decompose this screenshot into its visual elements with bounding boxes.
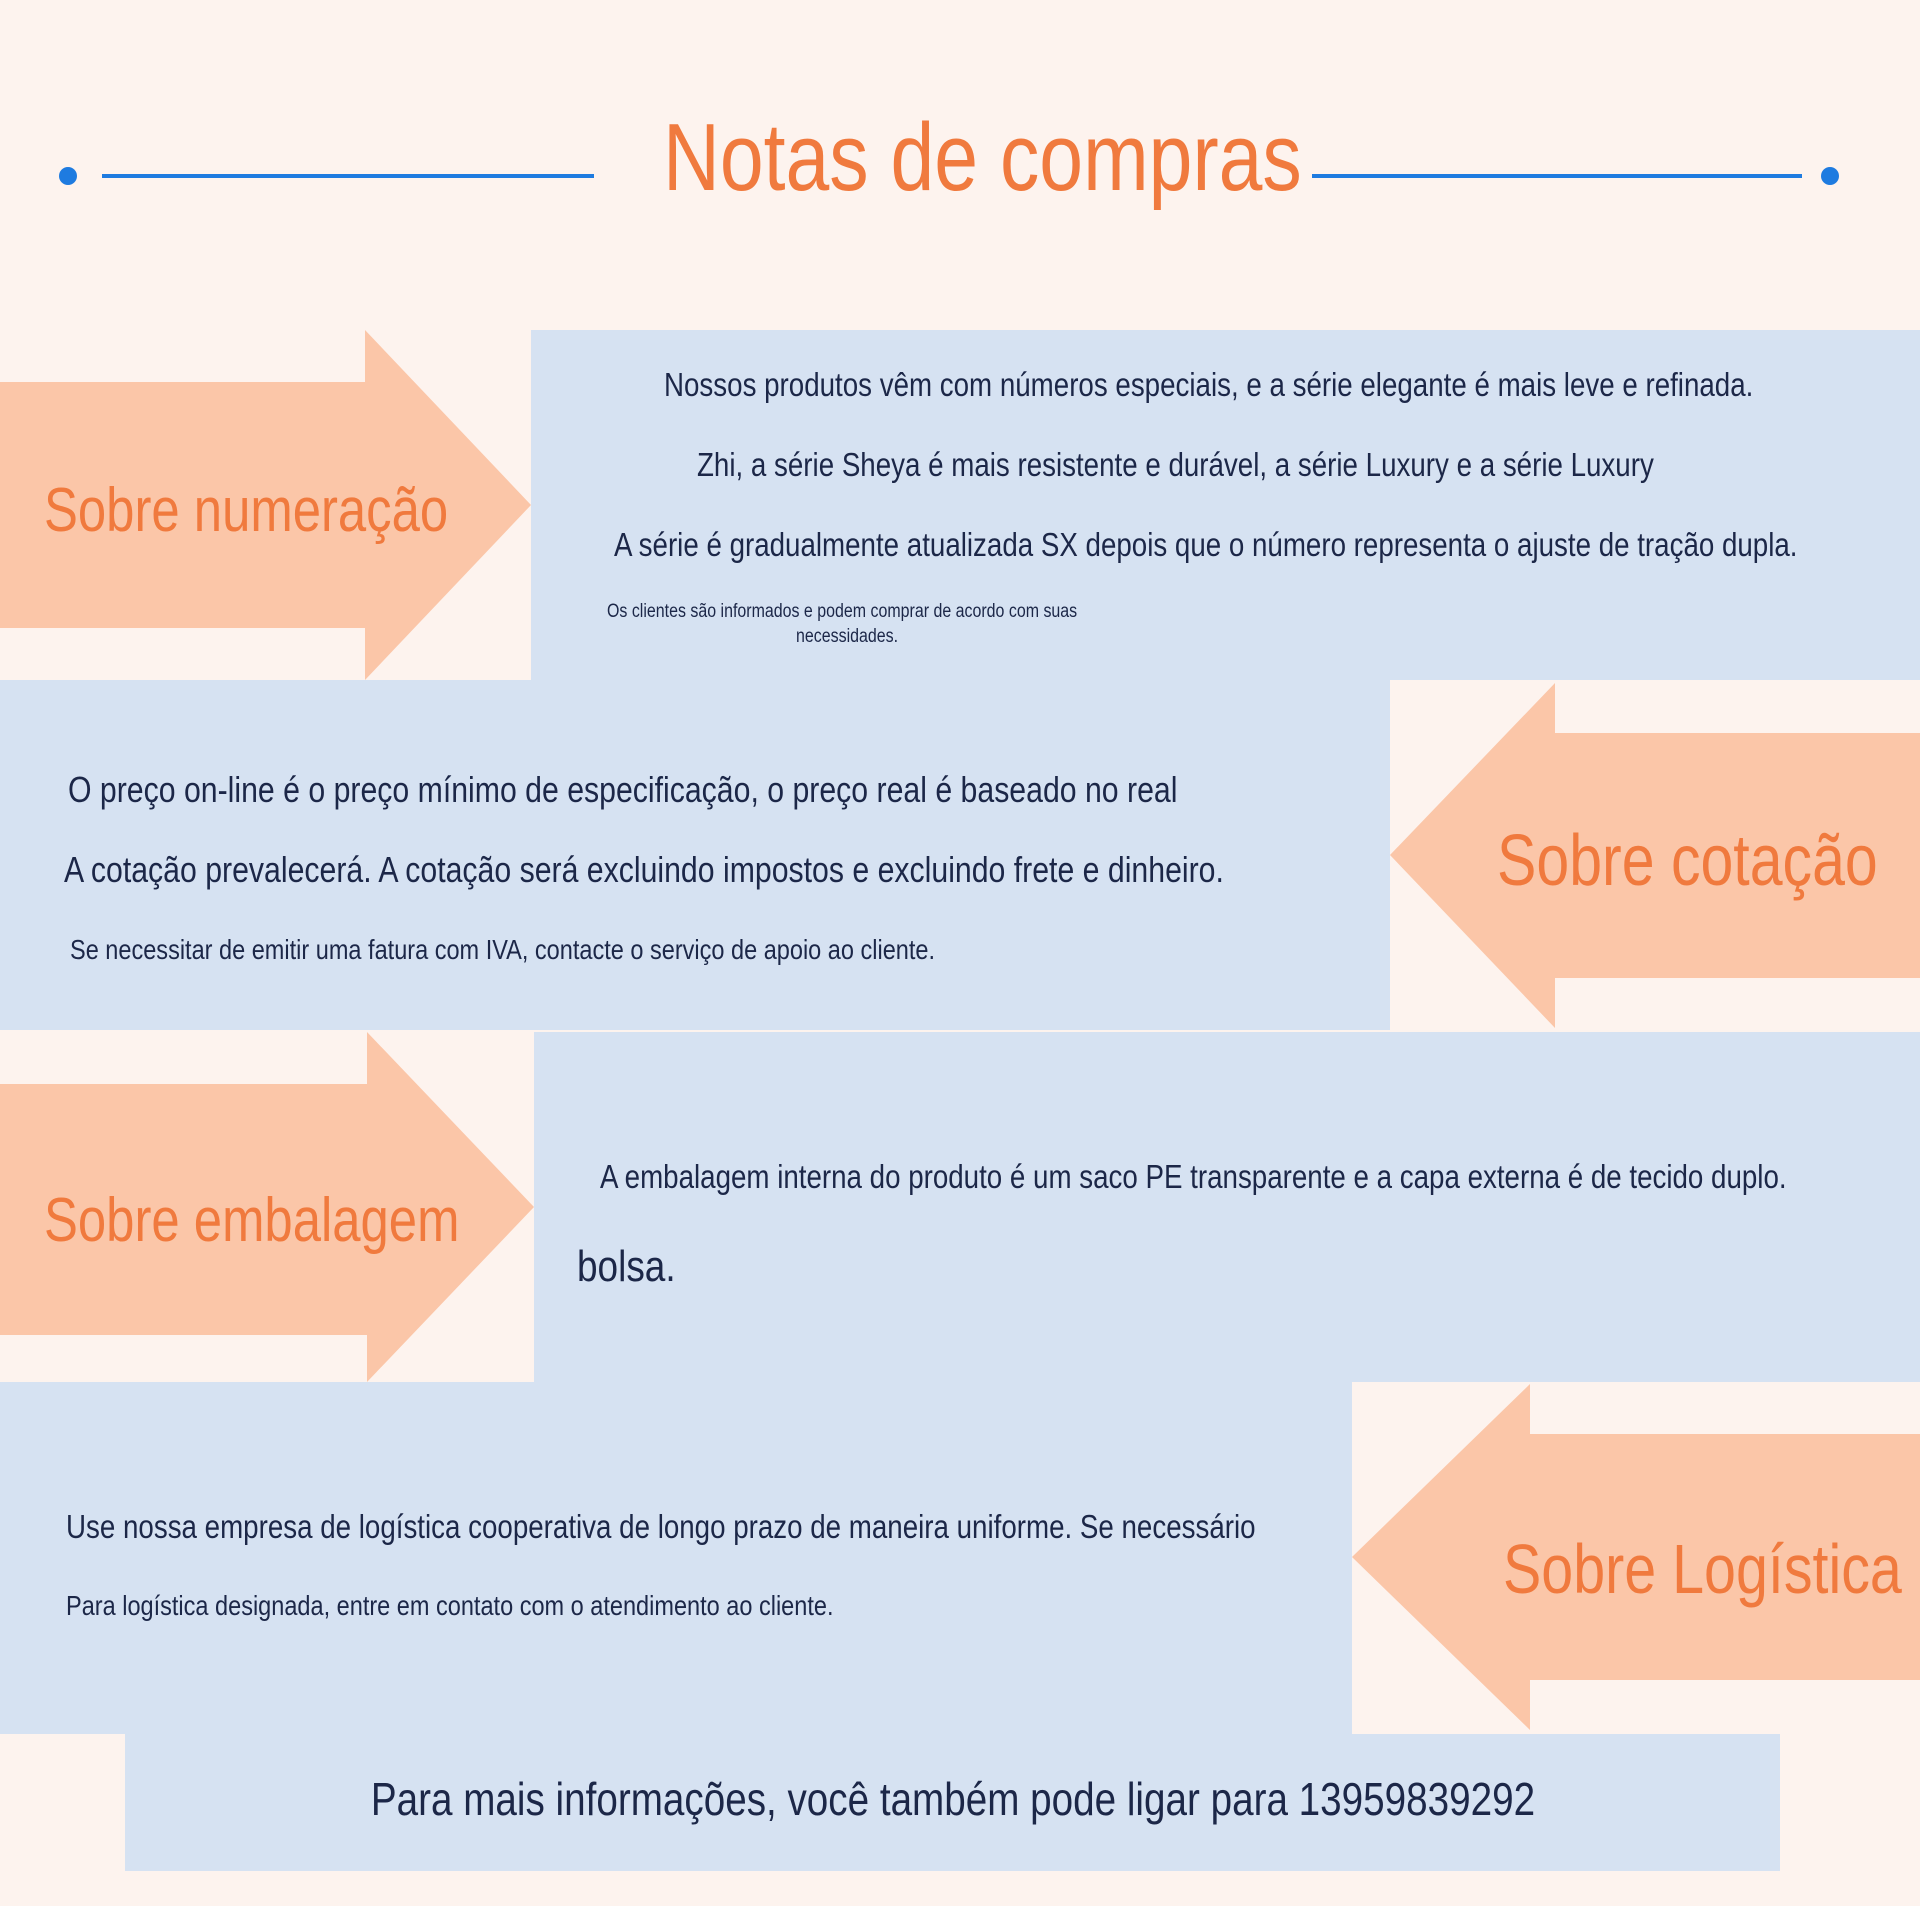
section-logistica-line-2: Para logística designada, entre em conta…	[66, 1590, 834, 1621]
arrow-left-icon	[1390, 683, 1920, 1028]
arrow-right-icon	[0, 330, 531, 680]
section-embalagem-label: Sobre embalagem	[44, 1186, 460, 1255]
section-logistica-panel	[0, 1382, 1352, 1734]
section-cotacao-line-1: O preço on-line é o preço mínimo de espe…	[68, 769, 1178, 810]
page-title: Notas de compras	[663, 104, 1302, 211]
section-cotacao-label: Sobre cotação	[1497, 821, 1878, 901]
arrow-left-icon	[1352, 1384, 1920, 1730]
section-numeracao-panel	[531, 330, 1920, 680]
section-logistica-label: Sobre Logística	[1503, 1530, 1902, 1608]
section-cotacao-line-3: Se necessitar de emitir uma fatura com I…	[70, 934, 936, 965]
section-numeracao-line-3: A série é gradualmente atualizada SX dep…	[614, 526, 1798, 563]
section-numeracao-line-2: Zhi, a série Sheya é mais resistente e d…	[697, 446, 1654, 483]
header-dot-left	[59, 167, 77, 185]
header-line-left	[102, 174, 594, 178]
section-logistica-line-1: Use nossa empresa de logística cooperati…	[66, 1508, 1256, 1545]
section-cotacao-line-2: A cotação prevalecerá. A cotação será ex…	[64, 849, 1224, 890]
arrow-right-icon	[0, 1032, 534, 1382]
section-numeracao-line-5: necessidades.	[796, 626, 899, 647]
footer-panel	[125, 1734, 1780, 1871]
section-embalagem-line-2: bolsa.	[577, 1242, 676, 1291]
footer-contact-label: Para mais informações, você também pode …	[370, 1773, 1535, 1825]
section-numeracao-label: Sobre numeração	[44, 476, 449, 545]
header-line-right	[1312, 174, 1802, 178]
section-embalagem-panel	[534, 1032, 1920, 1382]
section-numeracao-line-4: Os clientes são informados e podem compr…	[607, 601, 1078, 622]
section-embalagem-line-1: A embalagem interna do produto é um saco…	[600, 1158, 1787, 1195]
section-cotacao-panel	[0, 680, 1390, 1030]
section-numeracao-line-1: Nossos produtos vêm com números especiai…	[664, 366, 1754, 403]
header-dot-right	[1821, 167, 1839, 185]
footer-contact-text: Para mais informações, você também pode …	[125, 1776, 1780, 1822]
